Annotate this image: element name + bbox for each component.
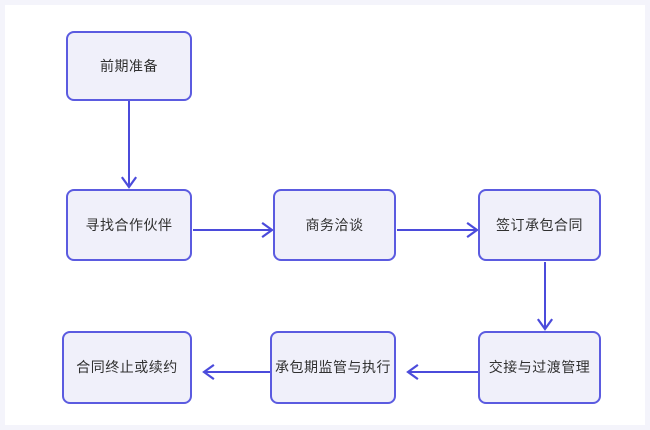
edge-prep-to-findpartner — [120, 101, 138, 189]
flow-node-find-partner[interactable]: 寻找合作伙伴 — [66, 189, 192, 261]
flow-node-handover-transition[interactable]: 交接与过渡管理 — [478, 331, 601, 404]
edge-negotiation-to-contract — [397, 221, 479, 239]
flow-node-sign-contract[interactable]: 签订承包合同 — [478, 189, 601, 261]
flowchart-canvas: 前期准备 寻找合作伙伴 商务洽谈 签订承包合同 交接与过渡管理 承包期监管与执行… — [5, 5, 645, 425]
flow-node-business-negotiation[interactable]: 商务洽谈 — [273, 189, 396, 261]
flow-node-terminate-or-renew[interactable]: 合同终止或续约 — [62, 331, 192, 404]
edge-handover-to-supervision — [406, 363, 479, 381]
edge-contract-to-handover — [536, 262, 554, 331]
flow-node-prep[interactable]: 前期准备 — [66, 31, 192, 101]
edge-findpartner-to-negotiation — [193, 221, 274, 239]
edge-supervision-to-termination — [202, 363, 271, 381]
flow-node-supervision-execution[interactable]: 承包期监管与执行 — [270, 331, 396, 404]
